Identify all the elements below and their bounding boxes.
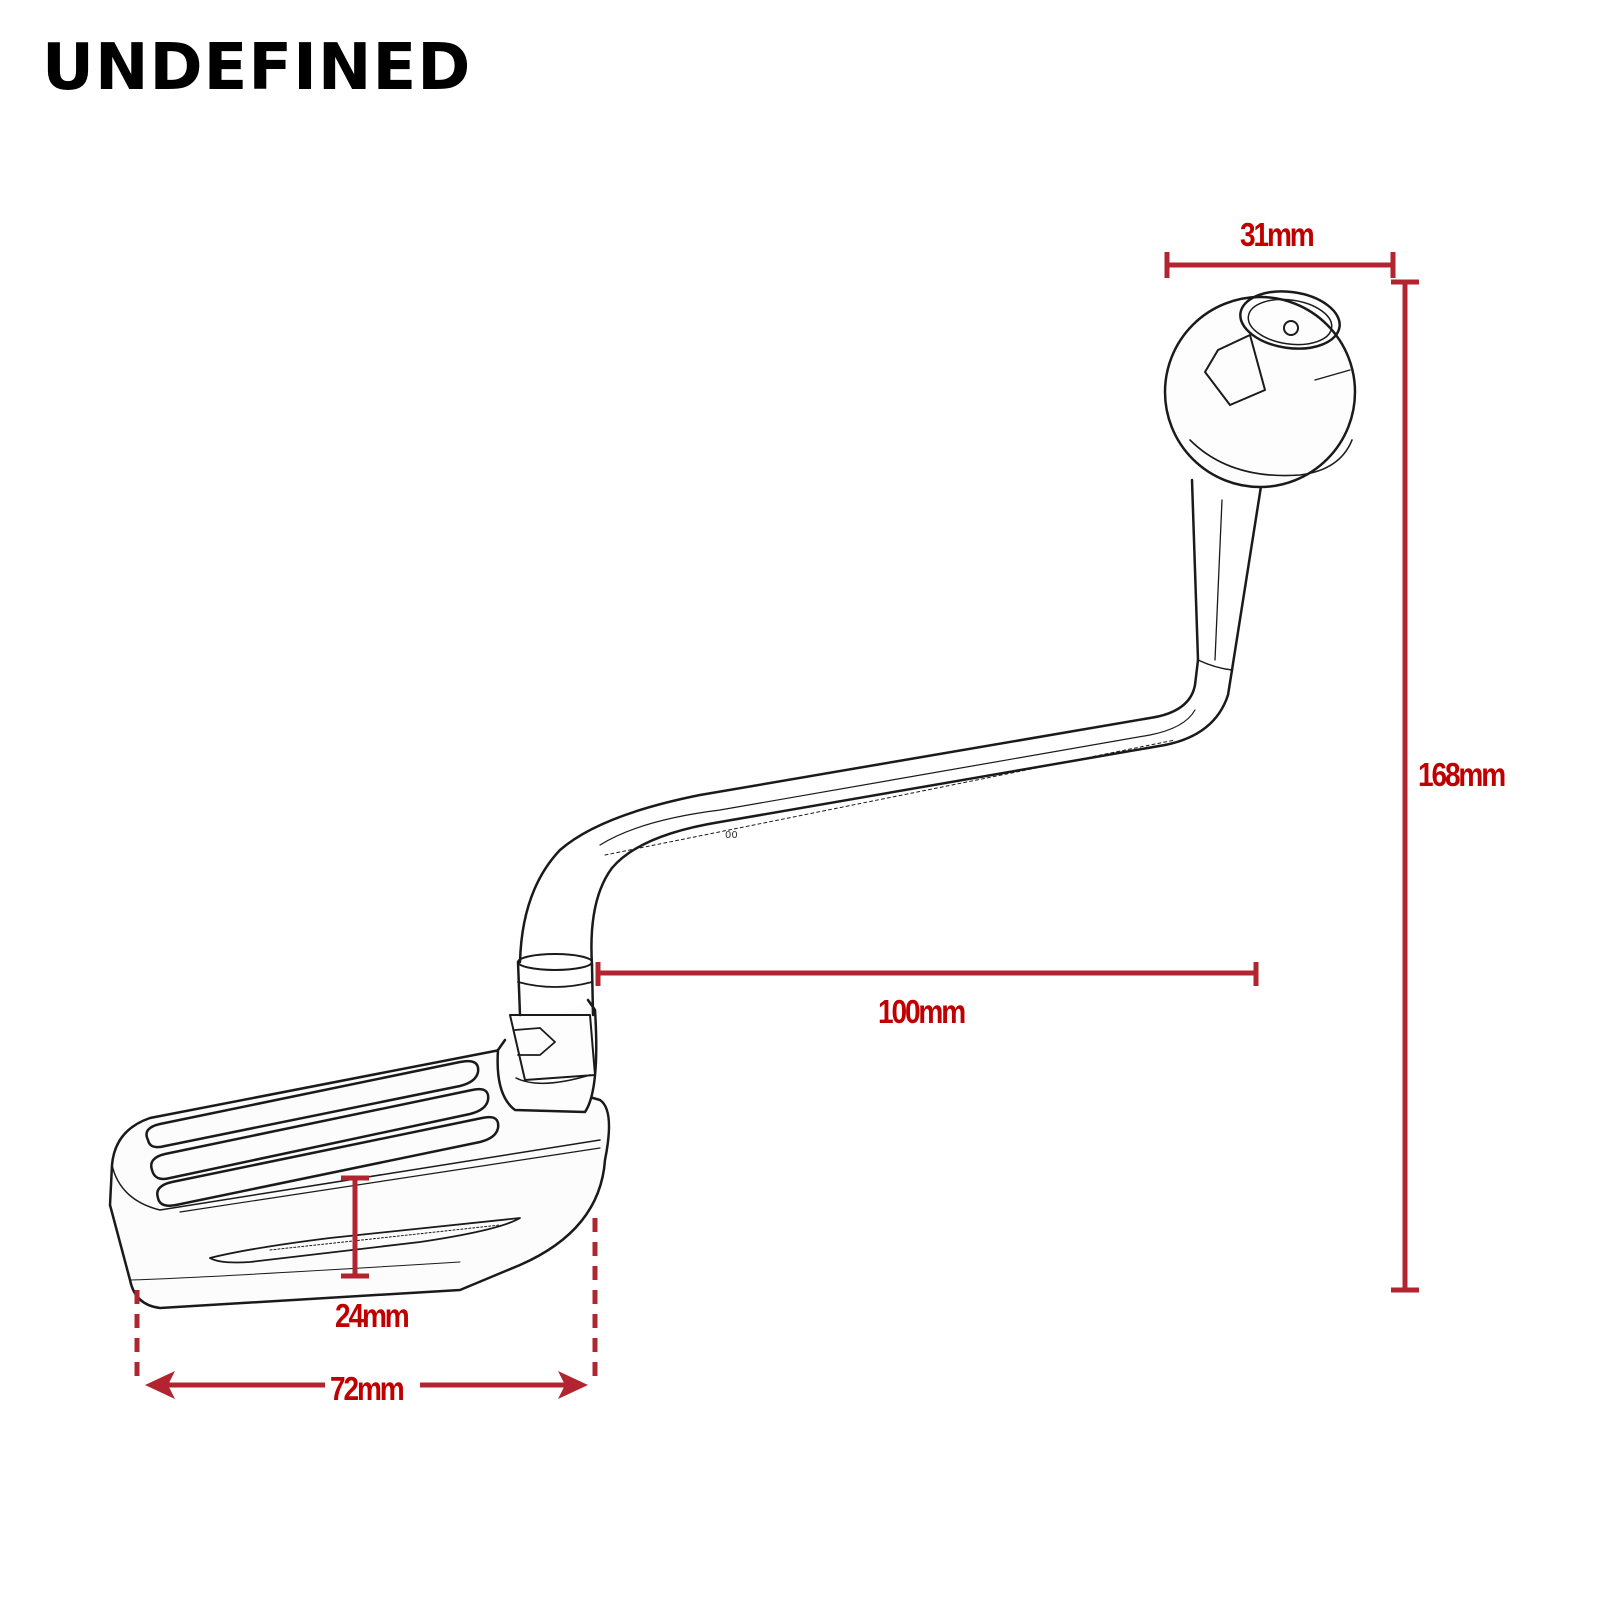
peg-length-extensions — [134, 1218, 598, 1385]
knob-diameter-dimension — [1164, 252, 1396, 278]
peg-length-arrowheads — [145, 1371, 588, 1399]
svg-text:00: 00 — [725, 830, 738, 841]
total-height-label: 168mm — [1418, 756, 1506, 793]
dimension-lines — [134, 252, 1419, 1388]
pivot-boss — [496, 953, 598, 1114]
knob-stalk — [1190, 478, 1264, 672]
brand-logo: UNDEFINED — [42, 31, 472, 105]
peg-length-label: 72mm — [330, 1370, 405, 1407]
peg-thickness-dimension — [341, 1175, 369, 1279]
knob-diameter-label: 31mm — [1240, 216, 1315, 253]
arm-length-dimension — [595, 962, 1259, 986]
peg-thickness-label: 24mm — [335, 1297, 410, 1334]
lever-arm: 00 — [518, 658, 1234, 967]
arm-length-label: 100mm — [878, 993, 966, 1030]
ball-knob — [1163, 290, 1357, 489]
total-height-dimension — [1391, 279, 1419, 1293]
